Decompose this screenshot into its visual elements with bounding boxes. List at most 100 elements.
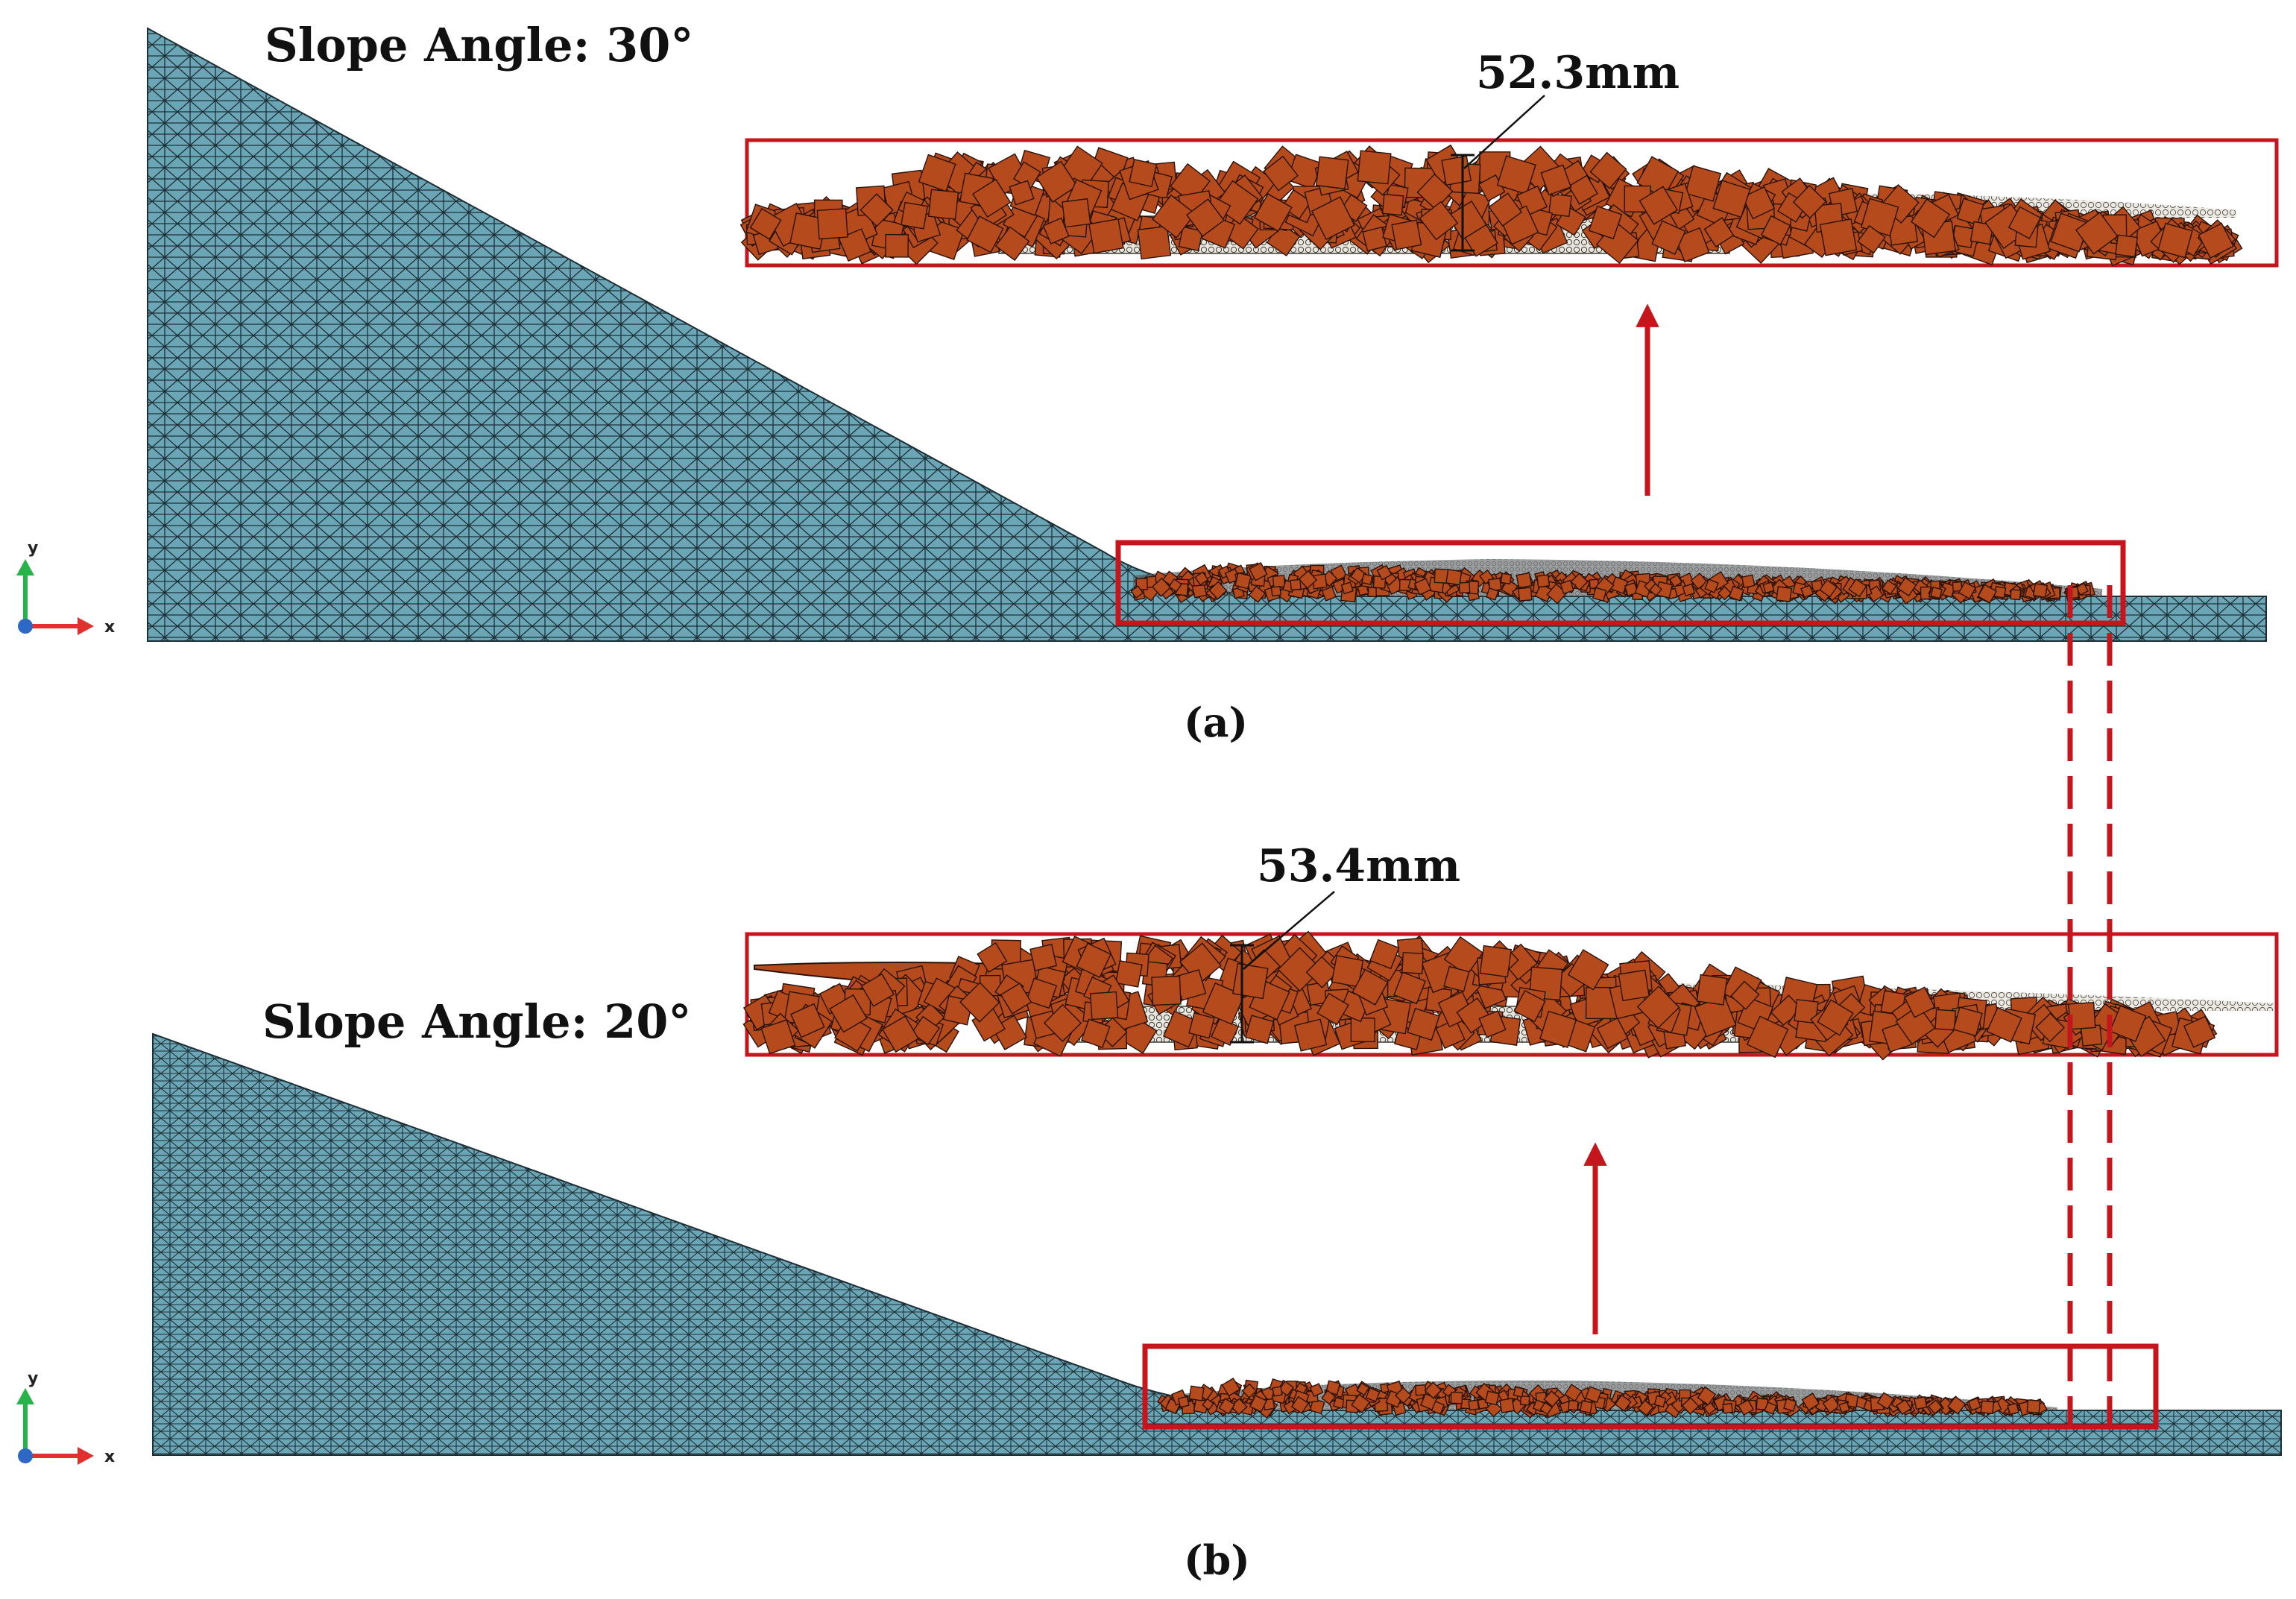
debris-block [1649, 583, 1662, 597]
debris-block [2035, 1012, 2066, 1043]
debris-block [1703, 1401, 1717, 1416]
debris-block [1479, 944, 1513, 978]
debris-block [1234, 572, 1252, 590]
debris-block [1952, 581, 1963, 593]
debris-block [1232, 962, 1269, 1000]
deposit-b [1156, 1377, 2057, 1419]
debris-block [1035, 160, 1078, 203]
debris-block [1188, 1385, 1205, 1401]
debris-block [1407, 1007, 1440, 1041]
debris-block [860, 193, 894, 227]
debris-block [1290, 1395, 1310, 1414]
debris-block [1896, 1398, 1912, 1416]
debris-block [1315, 156, 1349, 190]
debris-block [1178, 226, 1204, 252]
inset-a: 52.3mm [739, 47, 2279, 268]
debris-block [966, 215, 1004, 253]
debris-block [1794, 999, 1819, 1024]
debris-block [1278, 1381, 1294, 1397]
debris-block [1485, 1400, 1503, 1418]
debris-block [1986, 1006, 2022, 1043]
debris-block [2109, 1005, 2147, 1042]
debris-block [1801, 1393, 1820, 1411]
debris-block [1776, 586, 1793, 602]
debris-block [1958, 581, 1977, 600]
debris-block [1244, 1015, 1275, 1044]
debris-block [1589, 151, 1627, 189]
slope-mesh-a [147, 27, 2267, 642]
debris-block [1376, 564, 1393, 581]
debris-block [910, 1015, 941, 1046]
debris-block [1311, 196, 1355, 241]
debris-block [1822, 1395, 1841, 1414]
debris-block [1152, 194, 1196, 239]
debris-block [1717, 586, 1732, 601]
debris-block [1703, 217, 1735, 247]
debris-block [1848, 578, 1867, 598]
debris-block [1722, 1402, 1734, 1414]
debris-block [1882, 579, 1897, 596]
debris-block [1485, 587, 1499, 601]
debris-block [1712, 180, 1751, 218]
debris-block [1316, 992, 1349, 1026]
debris-block [1738, 1399, 1755, 1416]
axes-triad-a: y x [16, 539, 115, 637]
axis-y-label-b: y [28, 1369, 38, 1388]
debris-block [1435, 1018, 1466, 1050]
debris-block [1026, 977, 1058, 1009]
debris-block [1277, 947, 1322, 992]
debris-block [1488, 192, 1523, 227]
debris-block [1516, 572, 1533, 589]
debris-block [1614, 1394, 1632, 1412]
debris-block [1936, 1396, 1955, 1416]
debris-block [1194, 571, 1209, 586]
debris-block [1393, 971, 1426, 1005]
caption-b: (b) [1184, 1536, 1250, 1584]
debris-block [2198, 222, 2234, 259]
debris-block [1539, 1401, 1554, 1416]
debris-block [1458, 581, 1471, 594]
debris-block [1088, 218, 1124, 254]
debris-block [1043, 1003, 1082, 1042]
debris-block [1441, 155, 1472, 186]
debris-block [1800, 584, 1814, 599]
debris-block [1416, 173, 1454, 210]
debris-block [1568, 174, 1598, 205]
debris-block [1331, 955, 1364, 988]
debris-block [1674, 227, 1710, 263]
debris-block [1443, 965, 1470, 992]
debris-block [1218, 1398, 1236, 1415]
debris-block [1681, 1396, 1700, 1415]
debris-block [1129, 159, 1158, 188]
debris-block [1741, 574, 1756, 589]
debris-block [1357, 150, 1392, 185]
debris-block [1930, 586, 1943, 599]
debris-block [1202, 1398, 1214, 1411]
debris-block [1977, 584, 1998, 604]
debris-block [1819, 218, 1858, 256]
debris-block [1468, 1399, 1480, 1411]
debris-block [1168, 578, 1182, 593]
debris-block [1588, 205, 1623, 240]
debris-block [1568, 1400, 1579, 1411]
debris-block [1668, 574, 1683, 588]
debris-block [1624, 581, 1639, 597]
debris-block [1762, 581, 1775, 594]
dimension-marker-a [1451, 95, 1545, 252]
debris-block [2026, 1399, 2041, 1414]
debris-block [2115, 234, 2138, 258]
debris-block [885, 233, 909, 258]
debris-block [1445, 569, 1463, 586]
debris-block [1000, 983, 1032, 1015]
debris-block [1263, 155, 1299, 192]
deposit-a [1130, 559, 2102, 605]
runout-guides [2067, 585, 2113, 1425]
debris-block [1151, 577, 1172, 597]
debris-block [1321, 586, 1337, 602]
slope-angle-label-a: Slope Angle: 30° [265, 18, 693, 72]
debris-block [2032, 583, 2048, 599]
debris-block [1548, 193, 1572, 218]
debris-block [1186, 198, 1225, 237]
debris-block [1253, 193, 1293, 233]
debris-block [760, 1019, 796, 1055]
